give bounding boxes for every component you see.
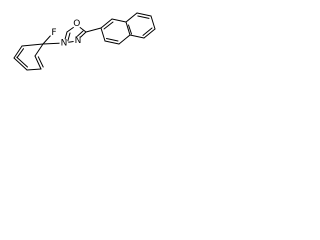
ph-bond-2-double xyxy=(37,56,44,68)
naph-bond-10-double xyxy=(142,27,153,36)
naph-bond-shared-double xyxy=(128,24,132,35)
naph-bond-7 xyxy=(125,12,138,23)
atom-labels: O N N F xyxy=(49,19,83,49)
bond-c5-naphthyl xyxy=(85,27,102,33)
fluorophenyl-ring xyxy=(13,33,53,71)
ph-bond-5 xyxy=(13,45,23,59)
ph-bond-6 xyxy=(21,43,44,47)
naph-bond-8-double xyxy=(137,15,150,19)
ph-bond-3 xyxy=(26,68,42,71)
naph-bond-1-double xyxy=(103,21,114,30)
ph-bond-2 xyxy=(34,55,42,70)
naph-bond-9 xyxy=(150,15,156,30)
atom-label-oxygen: O xyxy=(73,19,80,29)
ph-bond-5-double xyxy=(16,48,24,58)
bond-n4-c5-double xyxy=(75,30,84,38)
naph-bond-5 xyxy=(104,40,120,45)
naph-bond-10 xyxy=(143,28,156,39)
bond-c2-n3-double xyxy=(66,32,71,43)
naph-bond-8 xyxy=(136,12,152,17)
naph-bond-4 xyxy=(118,34,131,45)
ph-bond-3-double xyxy=(16,56,28,68)
ph-bond-1 xyxy=(34,43,44,57)
naphthalene-rings xyxy=(100,12,156,45)
naph-bond-2 xyxy=(111,18,127,23)
naph-bond-6 xyxy=(100,27,106,42)
naph-bond-11 xyxy=(129,34,145,39)
naph-bond-3 xyxy=(125,21,131,36)
naph-bond-5-double xyxy=(106,38,119,42)
molecule-structure-diagram: O N N F xyxy=(13,12,156,71)
naph-bond-1 xyxy=(100,18,113,29)
atom-label-nitrogen-2: N xyxy=(75,36,82,46)
atom-label-fluorine: F xyxy=(51,28,56,38)
atom-label-nitrogen-1: N xyxy=(61,39,68,49)
ph-bond-4 xyxy=(13,57,28,71)
